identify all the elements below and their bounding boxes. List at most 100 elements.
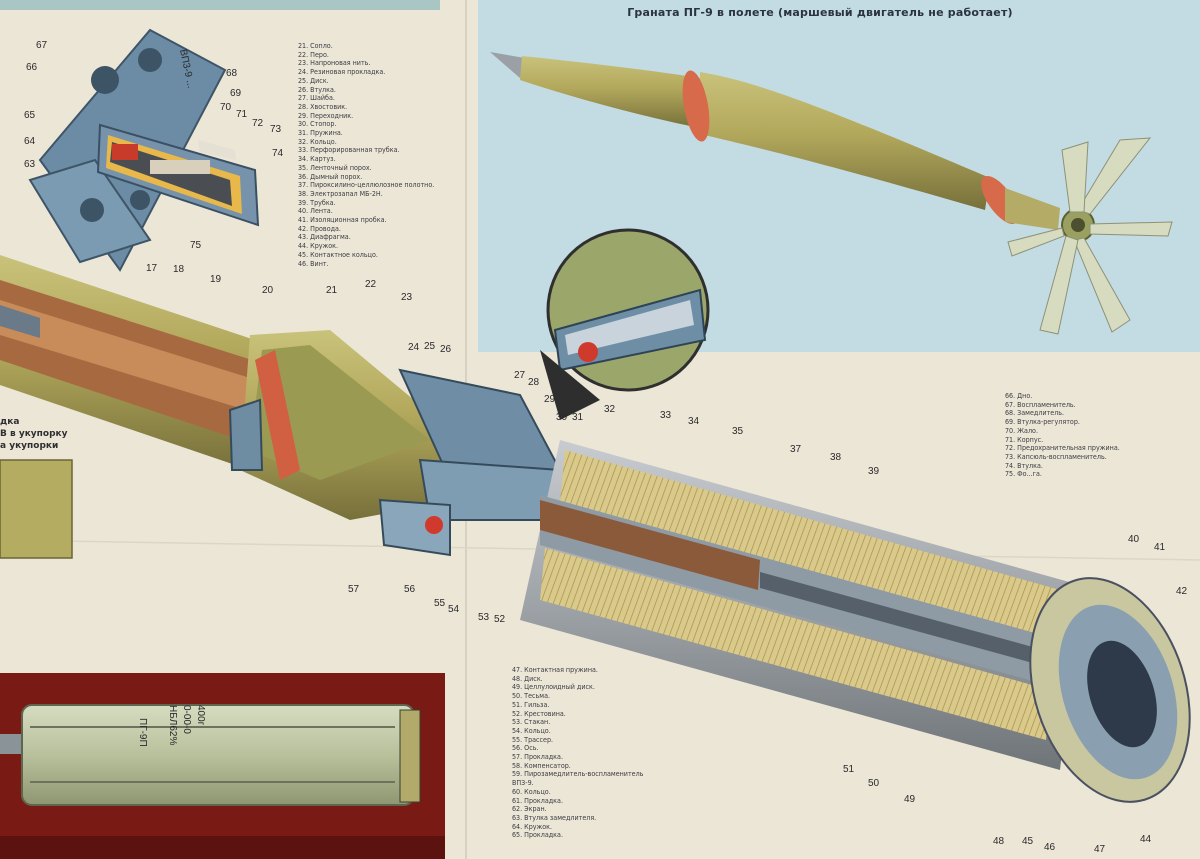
callout-number: 64 xyxy=(24,136,36,147)
legend-item: 56. Ось. xyxy=(512,743,539,753)
legend-item: 25. Диск. xyxy=(298,75,329,85)
callout-number: 55 xyxy=(434,598,446,609)
callout-number: 51 xyxy=(843,764,855,775)
callout-number: 71 xyxy=(236,109,248,120)
callout-number: 26 xyxy=(440,344,452,355)
legend-item: ВПЗ-9. xyxy=(512,778,534,788)
callout-number: 20 xyxy=(262,285,274,296)
callout-number: 25 xyxy=(424,341,436,352)
legend-item: 24. Резиновая прокладка. xyxy=(298,67,386,77)
callout-number: 19 xyxy=(210,274,222,285)
callout-number: 72 xyxy=(252,118,264,129)
legend-item: 64. Кружок. xyxy=(512,821,553,831)
callout-number: 69 xyxy=(230,88,242,99)
legend-item: 72. Предохранительная пружина. xyxy=(1005,443,1120,453)
callout-number: 49 xyxy=(904,794,916,805)
callout-number: 66 xyxy=(26,62,38,73)
main-cutaway-drawing xyxy=(0,255,1191,803)
callout-number: 50 xyxy=(868,778,880,789)
callout-number: 70 xyxy=(220,102,232,113)
legend-item: 45. Контактное кольцо. xyxy=(298,249,378,259)
callout-number: 45 xyxy=(1022,836,1034,847)
case-marking-line: НБЛ62% xyxy=(167,705,178,745)
fuze-cutaway-drawing xyxy=(28,28,260,272)
callout-number: 28 xyxy=(528,377,540,388)
callout-number: 30 xyxy=(556,412,568,423)
legend-item: 27. Шайба. xyxy=(298,93,335,103)
callout-number: 35 xyxy=(732,426,744,437)
callout-number: 33 xyxy=(660,410,672,421)
side-text-line: а укупорки xyxy=(0,441,59,451)
callout-number: 47 xyxy=(1094,844,1106,855)
callout-number: 73 xyxy=(270,124,282,135)
legend-item: 48. Диск. xyxy=(512,673,543,683)
legend-item: 30. Стопор. xyxy=(298,119,337,129)
callout-number: 57 xyxy=(348,584,360,595)
callout-number: 65 xyxy=(24,110,36,121)
callout-number: 38 xyxy=(830,452,842,463)
legend-top: 21. Сопло.22. Перо.23. Напроновая нить.2… xyxy=(298,41,434,268)
side-text-line: дка xyxy=(0,417,20,427)
legend-item: 59. Пирозамедлитель-воспламенитель xyxy=(512,769,644,779)
callout-number: 44 xyxy=(1140,834,1152,845)
legend-item: 26. Втулка. xyxy=(298,84,336,94)
case-marking-line: 400г xyxy=(195,705,206,726)
callout-number: 75 xyxy=(190,240,202,251)
legend-item: 70. Жало. xyxy=(1005,425,1038,435)
legend-item: 21. Сопло. xyxy=(298,41,333,50)
legend-right: 66. Дно.67. Воспламенитель.68. Замедлите… xyxy=(1005,391,1120,479)
callout-number: 32 xyxy=(604,404,616,415)
legend-item: 40. Лента. xyxy=(298,206,333,216)
legend-item: 63. Втулка замедлителя. xyxy=(512,812,597,822)
legend-item: 42. Провода. xyxy=(298,223,341,233)
legend-item: 57. Прокладка. xyxy=(512,752,563,762)
legend-item: 50. Тесьма. xyxy=(512,691,551,701)
callout-number: 34 xyxy=(688,416,700,427)
legend-item: 32. Кольцо. xyxy=(298,136,337,146)
legend-item: 46. Винт. xyxy=(298,258,329,268)
legend-item: 34. Картуз. xyxy=(298,154,336,164)
legend-item: 66. Дно. xyxy=(1005,391,1033,400)
callout-number: 17 xyxy=(146,263,158,274)
callout-number: 39 xyxy=(868,466,880,477)
legend-item: 22. Перо. xyxy=(298,49,329,59)
legend-item: 55. Трассер. xyxy=(512,734,554,744)
callout-number: 52 xyxy=(494,614,506,625)
case-marking: ПГ-9П xyxy=(137,718,148,747)
legend-bottom: 47. Контактная пружина.48. Диск.49. Целл… xyxy=(512,665,644,840)
legend-item: 31. Пружина. xyxy=(298,128,343,138)
detail-magnifier xyxy=(540,228,710,420)
case-marking-line: ПГ-9П xyxy=(137,718,148,747)
legend-item: 49. Целлулоидный диск. xyxy=(512,682,595,692)
legend-item: 43. Диафрагма. xyxy=(298,232,351,242)
callout-number: 42 xyxy=(1176,586,1188,597)
callout-number: 37 xyxy=(790,444,802,455)
legend-item: 61. Прокладка. xyxy=(512,795,563,805)
legend-item: 39. Трубка. xyxy=(298,197,336,207)
callout-number: 29 xyxy=(544,394,556,405)
callout-number: 22 xyxy=(365,279,377,290)
callout-number: 21 xyxy=(326,285,338,296)
legend-item: 71. Корпус. xyxy=(1005,434,1044,444)
callout-number: 23 xyxy=(401,292,413,303)
legend-item: 36. Дымный порох. xyxy=(298,171,363,181)
callout-number: 67 xyxy=(36,40,48,51)
callout-number: 48 xyxy=(993,836,1005,847)
callout-number: 63 xyxy=(24,159,36,170)
legend-item: 51. Гильза. xyxy=(512,699,550,709)
legend-item: 60. Кольцо. xyxy=(512,786,551,796)
legend-item: 33. Перфорированная трубка. xyxy=(298,145,400,155)
charge-case-drawing xyxy=(0,704,421,806)
legend-item: 44. Кружок. xyxy=(298,241,339,251)
legend-item: 38. Электрозапал МБ-2Н. xyxy=(298,188,383,198)
legend-item: 29. Переходник. xyxy=(298,110,354,120)
legend-item: 35. Ленточный порох. xyxy=(298,162,372,172)
legend-item: 58. Компенсатор. xyxy=(512,760,571,770)
legend-item: 68. Замедлитель. xyxy=(1005,408,1065,418)
callout-number: 74 xyxy=(272,148,284,159)
legend-item: 65. Прокладка. xyxy=(512,830,563,840)
legend-item: 23. Напроновая нить. xyxy=(298,58,371,68)
callout-number: 18 xyxy=(173,264,185,275)
